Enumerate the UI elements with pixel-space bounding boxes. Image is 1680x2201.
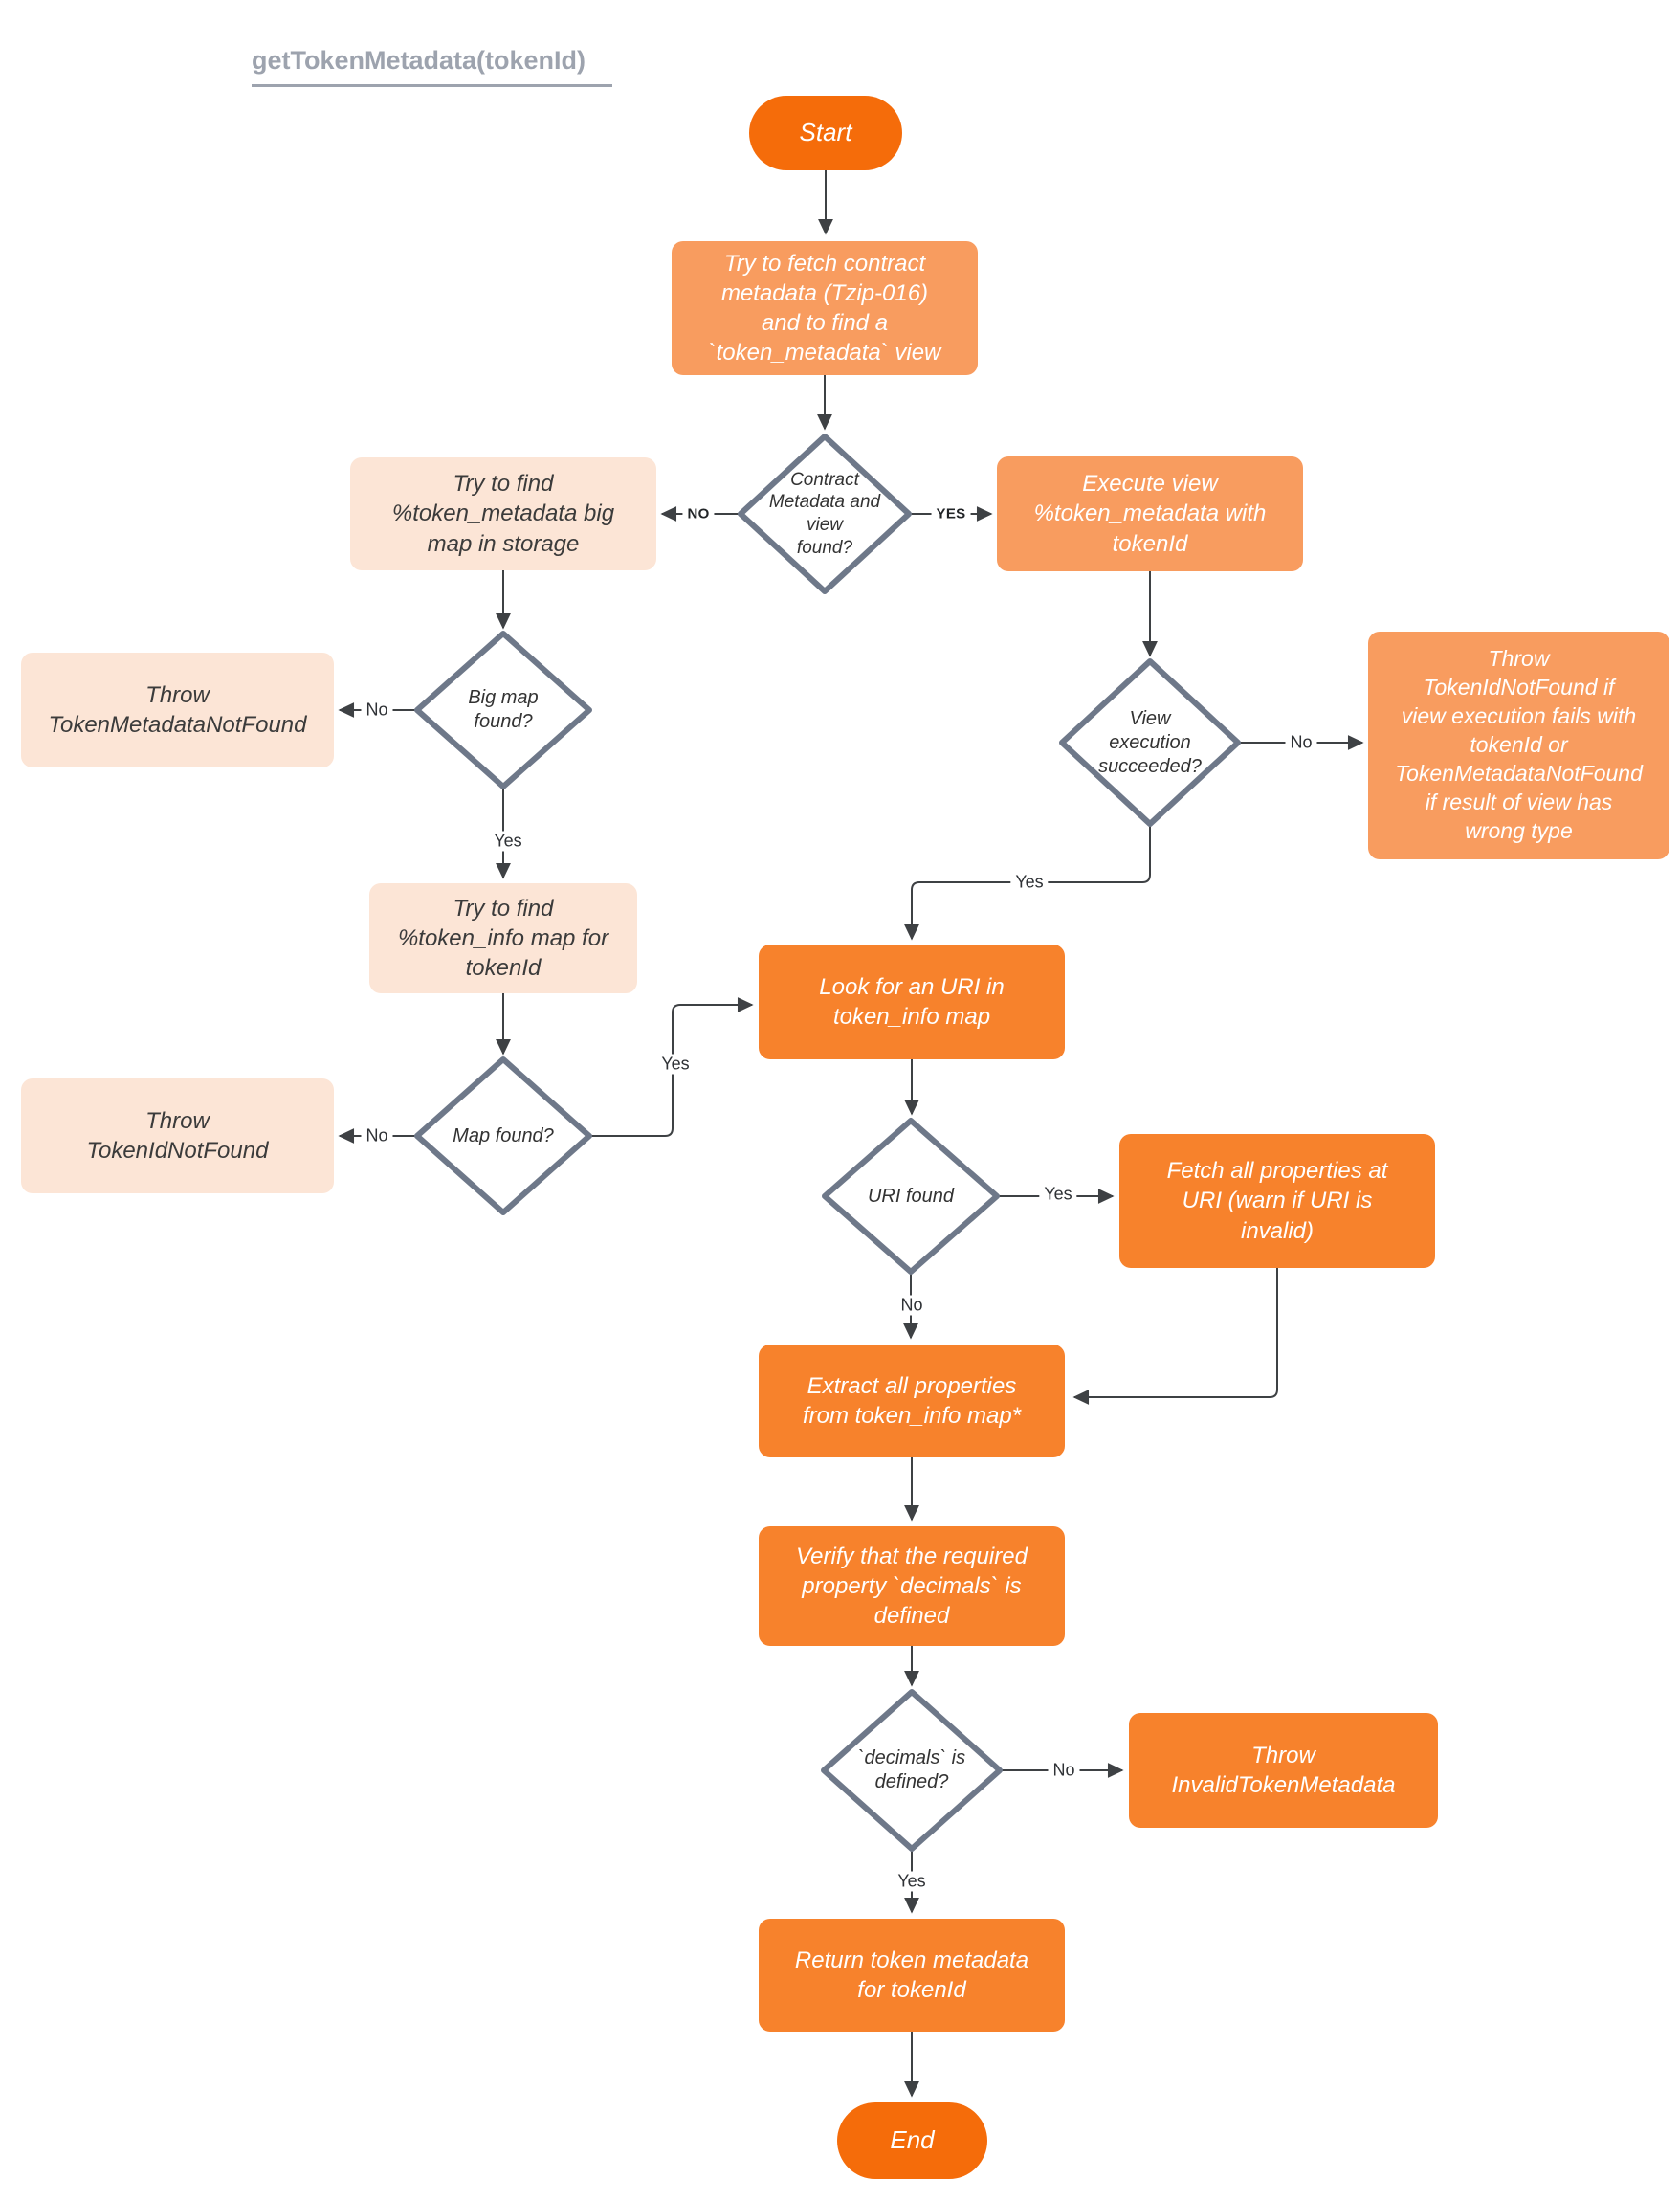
node-throw-token-metadata-not-found: Throw TokenMetadataNotFound — [21, 653, 334, 767]
decision-view-succeeded-shape — [1059, 658, 1241, 827]
edge-fetchuri-to-extract — [1072, 1268, 1278, 1405]
edge-label-contract-yes: YES — [931, 505, 971, 522]
decision-view-succeeded-label: View execution succeeded? — [1098, 707, 1202, 777]
node-extract-properties: Extract all properties from token_info m… — [759, 1345, 1065, 1457]
edge-label-contract-no: NO — [682, 505, 715, 522]
node-throw-invalid-token-metadata: Throw InvalidTokenMetadata — [1129, 1713, 1438, 1828]
decision-map-found-shape — [414, 1056, 592, 1215]
decision-contract-metadata-shape — [738, 434, 912, 594]
decision-map-found-label: Map found? — [453, 1124, 554, 1146]
edge-label-map-yes: Yes — [656, 1054, 695, 1075]
node-execute-view: Execute view %token_metadata with tokenI… — [997, 456, 1303, 571]
edge-label-bigmap-yes: Yes — [489, 831, 527, 852]
edge-label-view-no: No — [1285, 732, 1317, 753]
node-fetch-properties-at-uri: Fetch all properties at URI (warn if URI… — [1119, 1134, 1435, 1268]
node-look-for-uri: Look for an URI in token_info map — [759, 945, 1065, 1059]
node-return-token-metadata: Return token metadata for tokenId — [759, 1919, 1065, 2032]
node-verify-decimals: Verify that the required property `decim… — [759, 1526, 1065, 1646]
decision-shapes — [414, 434, 1241, 1852]
edge-label-view-yes: Yes — [1010, 872, 1049, 893]
page-title: getTokenMetadata(tokenId) — [252, 46, 613, 87]
decision-bigmap-found-shape — [414, 631, 592, 789]
decision-uri-found-shape — [822, 1118, 1000, 1275]
decision-uri-found-label: URI found — [867, 1185, 955, 1207]
node-throw-view-failure: Throw TokenIdNotFound if view execution … — [1368, 632, 1669, 859]
decision-decimals-defined-shape — [821, 1689, 1003, 1852]
edge-label-decimals-no: No — [1048, 1760, 1080, 1781]
edge-label-uri-no: No — [895, 1295, 928, 1316]
edge-label-decimals-yes: Yes — [893, 1871, 931, 1892]
decision-bigmap-found-label: Big map found? — [468, 687, 539, 732]
node-throw-token-id-not-found: Throw TokenIdNotFound — [21, 1078, 334, 1193]
node-find-token-metadata-bigmap: Try to find %token_metadata big map in s… — [350, 457, 656, 570]
node-end: End — [837, 2102, 987, 2179]
edge-label-bigmap-no: No — [361, 700, 393, 721]
node-fetch-contract-metadata: Try to fetch contract metadata (Tzip-016… — [672, 241, 978, 375]
decision-decimals-defined-label: `decimals` is defined? — [857, 1747, 966, 1792]
edge-label-uri-yes: Yes — [1039, 1184, 1077, 1205]
node-start: Start — [749, 96, 902, 170]
edge-label-map-no: No — [361, 1125, 393, 1146]
decision-contract-metadata-label: Contract Metadata and view found? — [768, 469, 881, 558]
node-find-token-info-map: Try to find %token_info map for tokenId — [369, 883, 637, 993]
